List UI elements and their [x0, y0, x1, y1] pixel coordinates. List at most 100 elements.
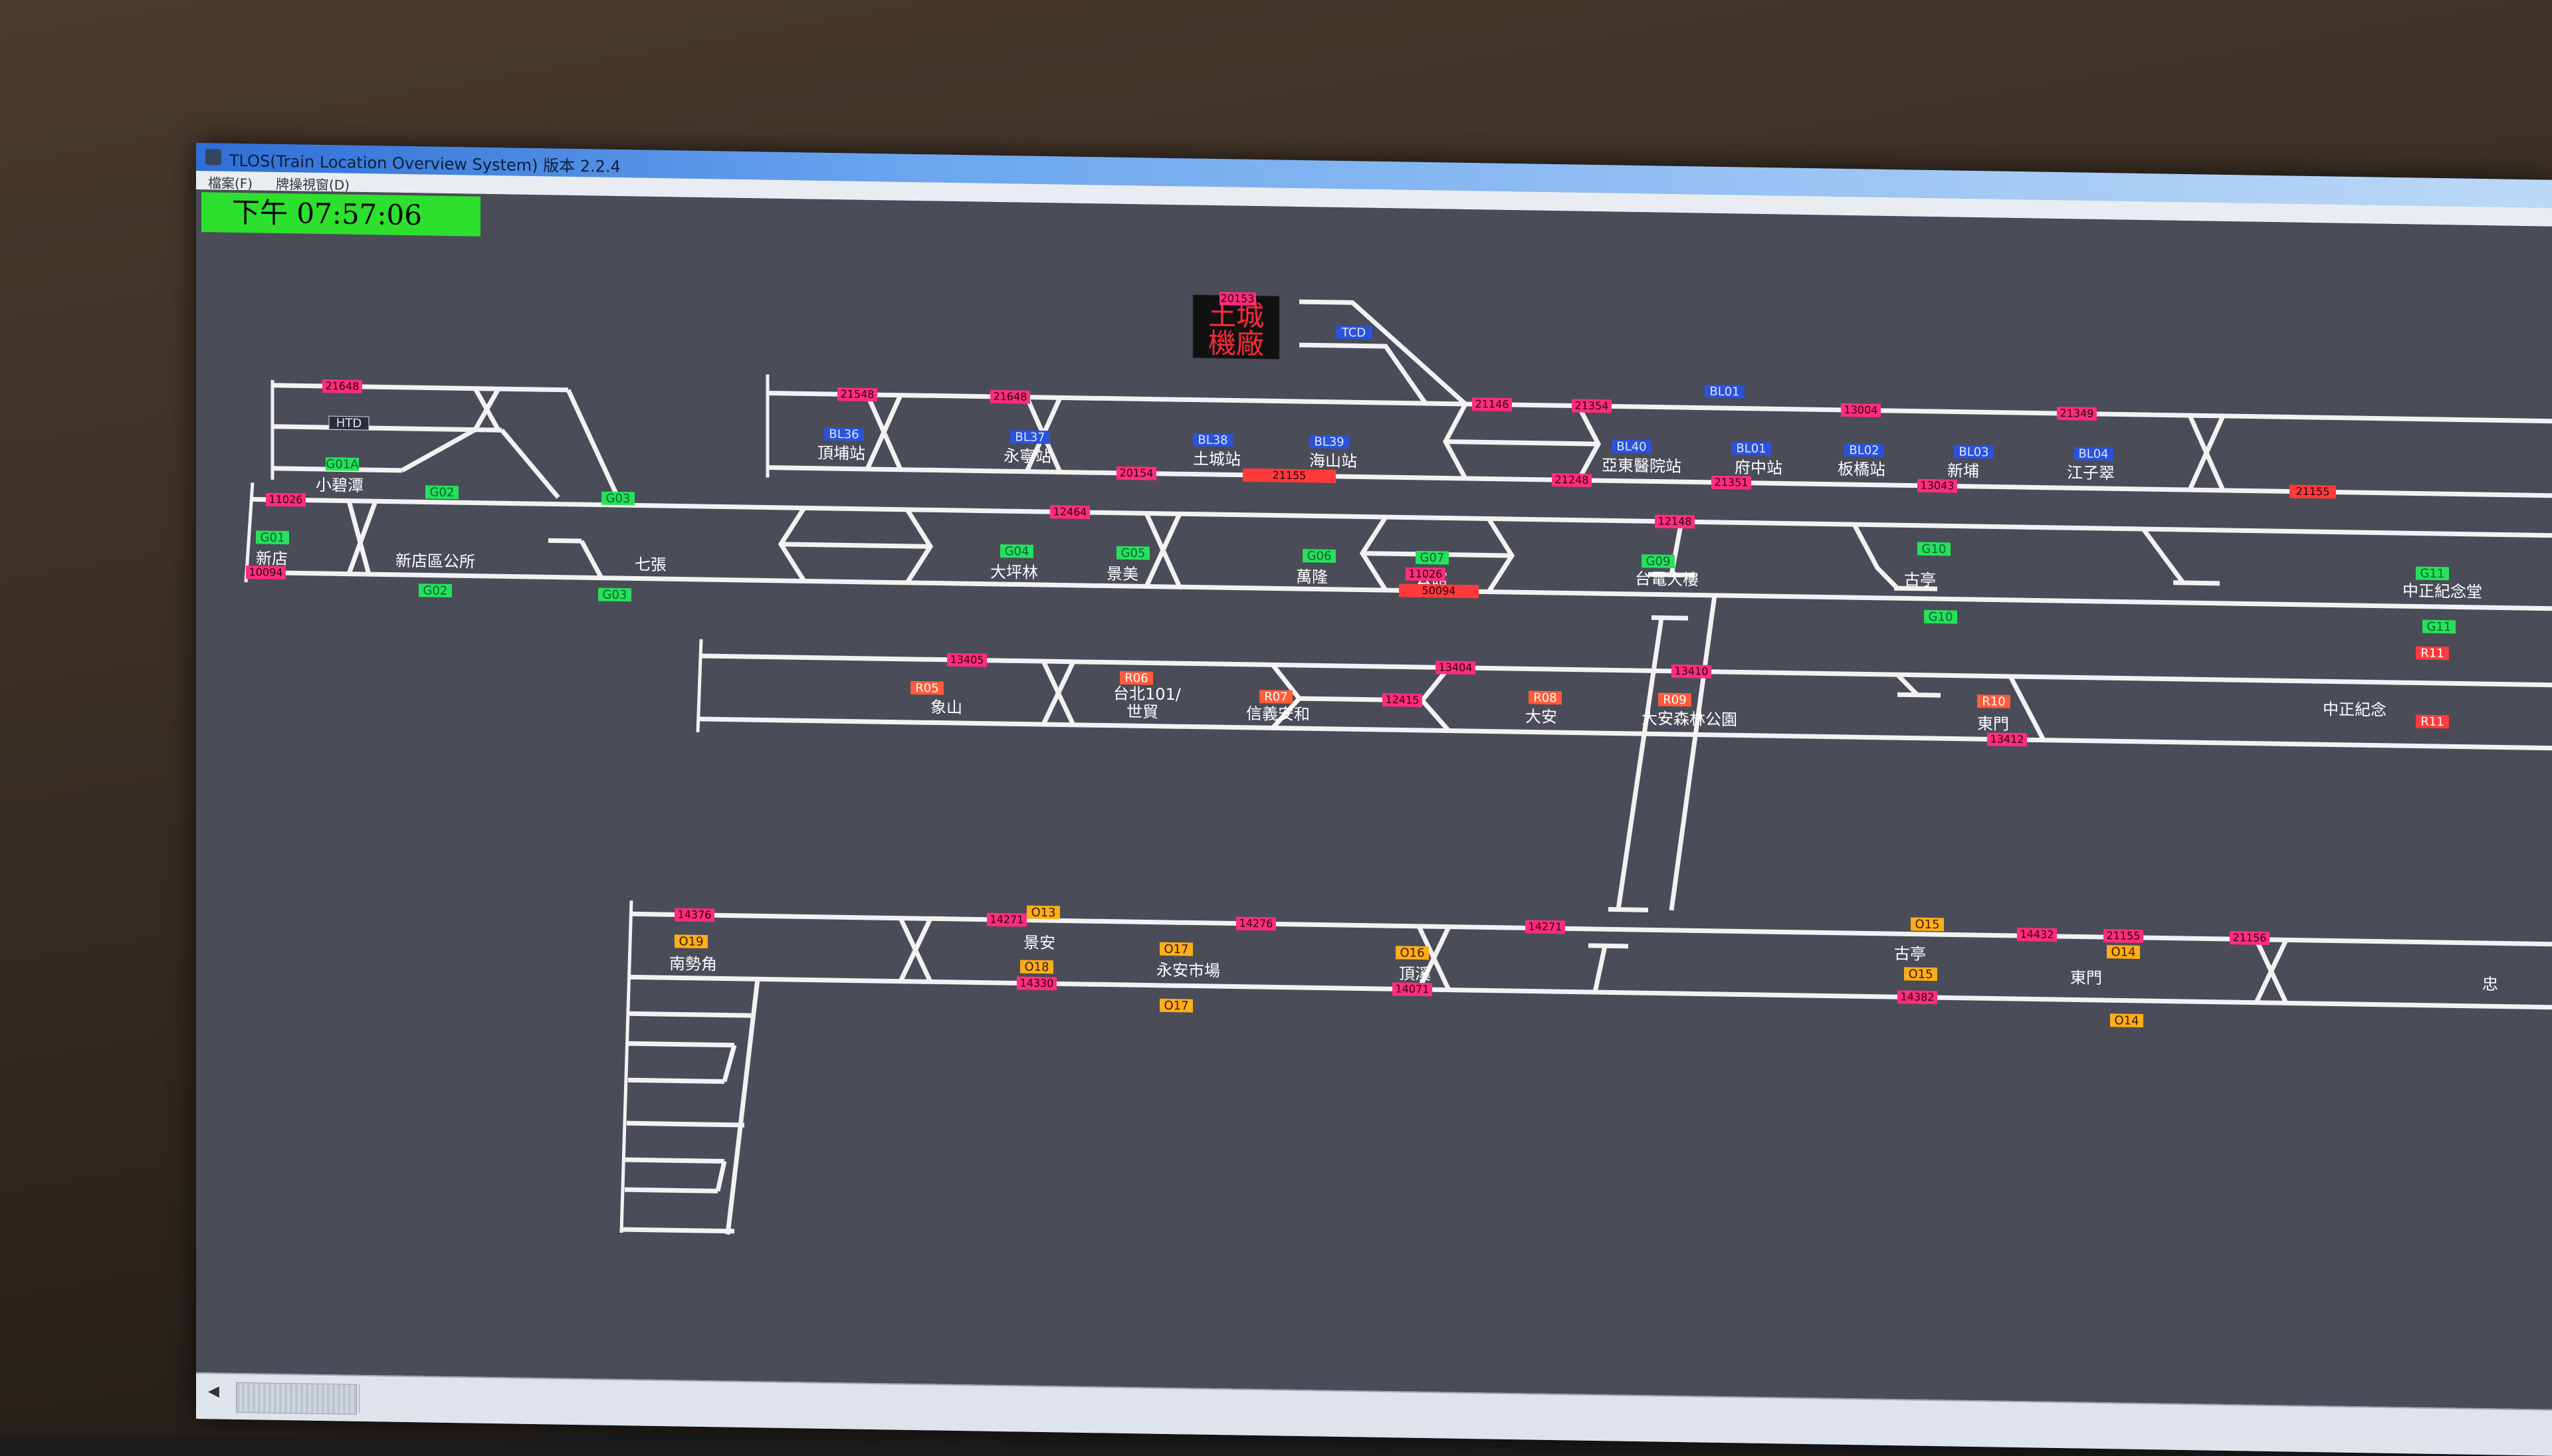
train-id[interactable]: 20154 — [1116, 466, 1156, 480]
track-g-upper — [253, 496, 2552, 538]
marker-green[interactable]: G05 — [1116, 546, 1150, 561]
train-id[interactable]: 21351 — [1711, 475, 1751, 490]
marker-red[interactable]: R06 — [1120, 671, 1153, 686]
train-id[interactable]: 21349 — [2057, 406, 2097, 421]
train-id[interactable]: 12464 — [1050, 505, 1090, 520]
scroll-thumb[interactable] — [236, 1382, 357, 1415]
marker-green[interactable]: G03 — [601, 491, 635, 506]
train-id[interactable]: 21648 — [990, 389, 1030, 404]
marker-orange[interactable]: O18 — [1020, 960, 1053, 974]
station-label: 新店 — [256, 549, 288, 568]
station-label: 景安 — [1023, 934, 1055, 953]
train-id[interactable]: 21155 — [1243, 468, 1336, 483]
train-id[interactable]: 21248 — [1552, 473, 1592, 487]
train-id[interactable]: 13405 — [947, 653, 987, 667]
train-id[interactable]: 13412 — [1987, 732, 2027, 747]
train-id[interactable]: 14376 — [675, 908, 714, 922]
marker-green[interactable]: G04 — [1000, 544, 1033, 559]
train-id[interactable]: 14271 — [987, 912, 1027, 927]
train-id[interactable]: 12415 — [1382, 693, 1422, 707]
svg-text:BL39: BL39 — [1314, 435, 1344, 449]
marker-orange[interactable]: O16 — [1396, 946, 1429, 960]
train-id[interactable]: 13404 — [1436, 661, 1475, 675]
xover-o-3b — [2254, 938, 2289, 1004]
train-id[interactable]: 14276 — [1236, 916, 1276, 931]
svg-text:O13: O13 — [1031, 906, 1055, 920]
marker-green[interactable]: G09 — [1642, 554, 1675, 569]
marker-blue[interactable]: BL01 — [1705, 384, 1745, 399]
marker-green[interactable]: G02 — [425, 485, 459, 500]
track-yard-5 — [625, 1157, 724, 1164]
svg-text:G05: G05 — [1121, 546, 1146, 561]
train-id[interactable]: 21155 — [2103, 929, 2143, 944]
marker-orange[interactable]: O13 — [1027, 905, 1060, 920]
marker-blue[interactable]: BL04 — [2074, 447, 2113, 461]
marker-green[interactable]: G11 — [2422, 619, 2456, 635]
marker-green[interactable]: G06 — [1303, 549, 1336, 564]
marker-blue[interactable]: BL02 — [1844, 443, 1884, 458]
marker-orange[interactable]: O14 — [2110, 1013, 2143, 1028]
marker-green[interactable]: G01 — [256, 530, 289, 545]
train-id[interactable]: 14071 — [1392, 982, 1432, 997]
xover-bl-4b — [2187, 415, 2226, 491]
track-yard-6 — [625, 1187, 718, 1194]
marker-blue[interactable]: BL36 — [824, 427, 864, 442]
marker-orange[interactable]: O15 — [1904, 967, 1937, 982]
marker-red[interactable]: R07 — [1259, 690, 1293, 704]
train-id[interactable]: 14271 — [1525, 920, 1565, 934]
train-id[interactable]: 13410 — [1671, 664, 1711, 678]
marker-blue[interactable]: HTD — [328, 415, 370, 431]
marker-blue[interactable]: TCD — [1336, 325, 1372, 340]
marker-blue[interactable]: BL40 — [1612, 439, 1651, 454]
marker-green[interactable]: G10 — [1924, 609, 1957, 625]
train-id[interactable]: 21548 — [837, 387, 877, 402]
svg-text:O19: O19 — [679, 934, 703, 949]
marker-blue[interactable]: BL39 — [1309, 435, 1349, 449]
marker-orange[interactable]: O19 — [675, 934, 708, 949]
marker-green[interactable]: G03 — [598, 587, 631, 603]
train-id[interactable]: 21354 — [1572, 399, 1612, 413]
marker-orange[interactable]: O17 — [1160, 998, 1193, 1013]
track-yard-1 — [628, 1011, 751, 1018]
station-label: 萬隆 — [1296, 568, 1328, 587]
marker-blue[interactable]: BL01 — [1731, 441, 1771, 456]
train-id[interactable]: 13004 — [1841, 403, 1881, 417]
svg-text:G01: G01 — [261, 531, 285, 546]
train-id[interactable]: 13043 — [1917, 478, 1957, 493]
marker-blue[interactable]: BL03 — [1954, 445, 1994, 460]
train-id[interactable]: 21648 — [322, 379, 362, 393]
train-id[interactable]: 11026 — [266, 492, 306, 507]
train-id[interactable]: 14382 — [1897, 990, 1937, 1005]
scroll-left-icon[interactable]: ◀ — [208, 1383, 219, 1400]
marker-green[interactable]: G10 — [1917, 542, 1951, 557]
train-id[interactable]: 20153 — [1220, 292, 1256, 306]
marker-red[interactable]: R11 — [2416, 646, 2449, 661]
train-id[interactable]: 14432 — [2017, 928, 2057, 942]
xover-bl-1b — [865, 394, 903, 470]
marker-green[interactable]: G02 — [419, 583, 452, 598]
marker-red[interactable]: R08 — [1529, 690, 1562, 705]
train-id[interactable]: 50094 — [1399, 583, 1479, 599]
marker-blue[interactable]: BL37 — [1010, 430, 1050, 445]
marker-red[interactable]: R11 — [2416, 714, 2449, 729]
marker-green[interactable]: G01A — [326, 457, 359, 472]
train-id[interactable]: 21156 — [2230, 931, 2270, 946]
marker-green[interactable]: G07 — [1416, 550, 1449, 566]
svg-text:R09: R09 — [1663, 693, 1686, 708]
train-id[interactable]: 12148 — [1655, 514, 1695, 529]
train-id[interactable]: 10094 — [246, 566, 286, 580]
train-id[interactable]: 14330 — [1017, 976, 1057, 991]
marker-orange[interactable]: O15 — [1911, 917, 1944, 932]
train-id[interactable]: 21155 — [2289, 484, 2336, 499]
marker-blue[interactable]: BL38 — [1193, 433, 1233, 448]
svg-text:BL01: BL01 — [1709, 385, 1739, 399]
marker-orange[interactable]: O14 — [2107, 945, 2140, 960]
marker-red[interactable]: R10 — [1977, 694, 2010, 709]
marker-red[interactable]: R09 — [1658, 692, 1691, 708]
marker-red[interactable]: R05 — [910, 680, 944, 696]
train-id[interactable]: 11026 — [1406, 567, 1445, 581]
marker-orange[interactable]: O17 — [1160, 942, 1193, 957]
marker-green[interactable]: G11 — [2416, 566, 2449, 581]
track-r-spur-b — [1897, 692, 1941, 698]
train-id[interactable]: 21146 — [1472, 397, 1512, 412]
